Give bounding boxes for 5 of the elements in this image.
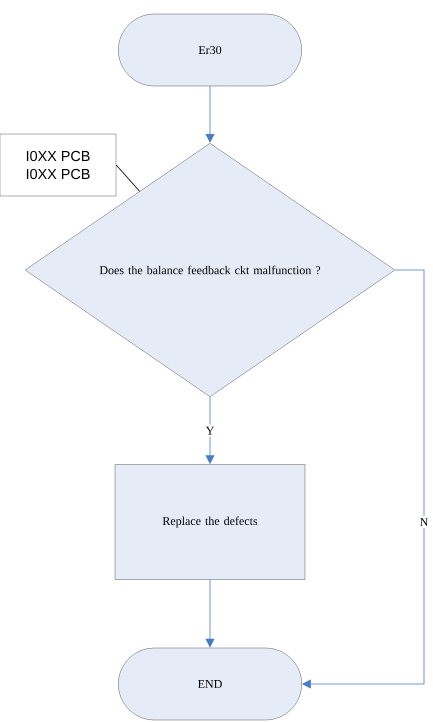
- process-box: Replace the defects: [114, 464, 306, 580]
- edge-label: Y: [204, 424, 216, 437]
- callout-box: I0XX PCB I0XX PCB: [0, 134, 116, 196]
- edge-label: N: [418, 516, 430, 528]
- leader-line: [116, 164, 140, 192]
